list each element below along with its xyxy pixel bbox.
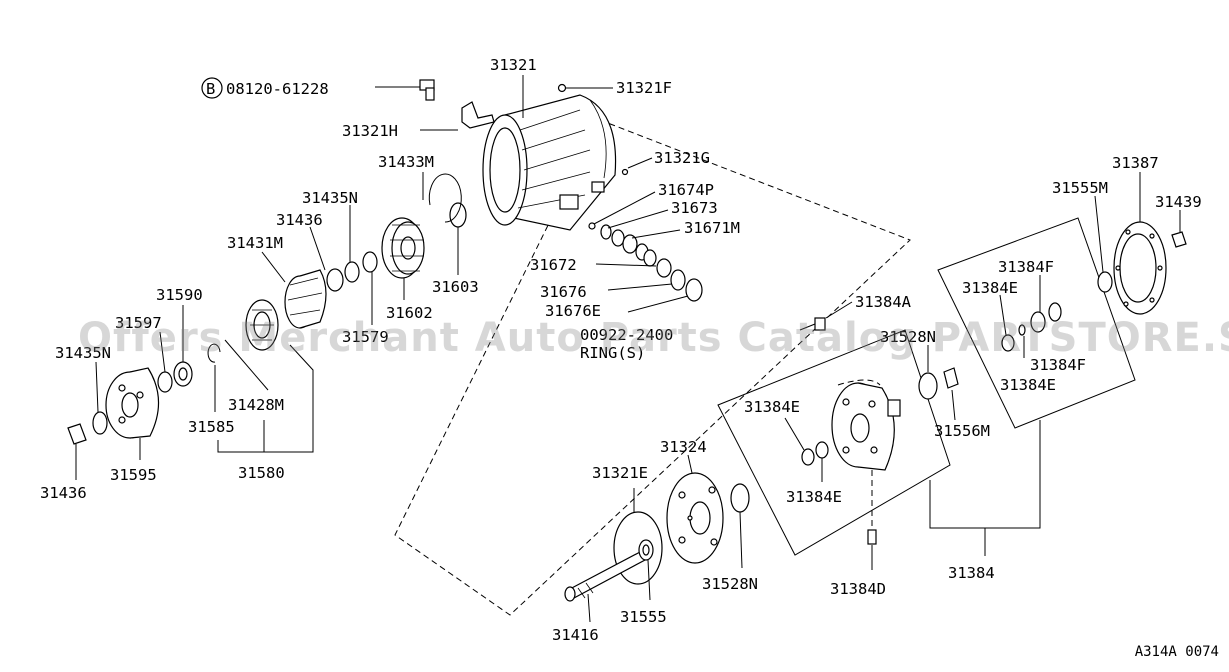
part-31595-carrier xyxy=(105,367,160,439)
label-31555: 31555 xyxy=(620,608,667,626)
label-31676: 31676 xyxy=(540,283,587,301)
label-31384E-low: 31384E xyxy=(786,488,842,506)
label-31439: 31439 xyxy=(1155,193,1202,211)
label-31321F: 31321F xyxy=(616,79,672,97)
label-31590: 31590 xyxy=(156,286,203,304)
part-31324-cover xyxy=(666,472,724,564)
part-31384E-b xyxy=(1048,302,1062,322)
part-31384D-pin xyxy=(867,529,877,545)
part-31384E-mid-b xyxy=(815,441,829,459)
label-31595: 31595 xyxy=(110,466,157,484)
label-31585: 31585 xyxy=(188,418,235,436)
label-ring-code: 00922-2400 xyxy=(580,326,673,344)
label-31435N-left: 31435N xyxy=(55,344,111,362)
bolt-08120-61228: B xyxy=(201,77,435,101)
label-31555M: 31555M xyxy=(1052,179,1108,197)
label-31324: 31324 xyxy=(660,438,707,456)
label-31384D: 31384D xyxy=(830,580,886,598)
part-31387-gasket xyxy=(1113,221,1167,315)
label-31384: 31384 xyxy=(948,564,995,582)
label-31431M: 31431M xyxy=(227,234,283,252)
label-31433M: 31433M xyxy=(378,153,434,171)
label-31384F-bottom: 31384F xyxy=(1030,356,1086,374)
svg-text:B: B xyxy=(206,80,215,98)
label-31384E-mid: 31384E xyxy=(744,398,800,416)
part-31590 xyxy=(173,361,193,387)
part-31672 xyxy=(656,258,672,278)
label-31556M: 31556M xyxy=(934,422,990,440)
part-31435N-left xyxy=(92,411,108,435)
part-31321F xyxy=(557,83,567,93)
pump-back-box-outline xyxy=(937,217,1136,429)
part-31384F-top xyxy=(1030,311,1046,333)
label-31671M: 31671M xyxy=(684,219,740,237)
part-31436-top xyxy=(326,268,344,292)
label-31384E-bottom: 31384E xyxy=(1000,376,1056,394)
label-31676E: 31676E xyxy=(545,302,601,320)
part-31433M xyxy=(428,173,462,223)
part-31428M-gear xyxy=(245,299,279,351)
part-31676 xyxy=(670,269,686,291)
label-31321E: 31321E xyxy=(592,464,648,482)
label-31436-bottom: 31436 xyxy=(40,484,87,502)
part-31435N-top xyxy=(344,261,360,283)
pump-box-outline xyxy=(717,329,951,556)
part-31602-gear xyxy=(381,217,425,279)
label-31602: 31602 xyxy=(386,304,433,322)
label-31435N-top: 31435N xyxy=(302,189,358,207)
label-31321H: 31321H xyxy=(342,122,398,140)
part-31676E xyxy=(685,278,703,302)
label-31674P: 31674P xyxy=(658,181,714,199)
label-31384E-top: 31384E xyxy=(962,279,1018,297)
label-31597: 31597 xyxy=(115,314,162,332)
part-31597 xyxy=(157,371,173,393)
part-31579 xyxy=(362,251,378,273)
part-31555 xyxy=(638,539,654,561)
diagram-code: A314A 0074 xyxy=(1134,644,1219,660)
label-31673: 31673 xyxy=(671,199,718,217)
label-ring-text: RING(S) xyxy=(580,344,645,362)
part-31555M xyxy=(1097,271,1113,293)
label-31321: 31321 xyxy=(490,56,537,74)
part-31384E-mid-a xyxy=(801,448,815,466)
label-31321G: 31321G xyxy=(654,149,710,167)
label-31384A: 31384A xyxy=(855,293,912,311)
part-31603 xyxy=(449,202,467,228)
label-31528N-top: 31528N xyxy=(880,328,936,346)
part-31384A-bolt xyxy=(799,317,826,331)
part-31384-pump-body xyxy=(831,379,901,471)
label-31579: 31579 xyxy=(342,328,389,346)
part-31585 xyxy=(207,343,221,363)
part-31384E-top xyxy=(1001,334,1015,352)
part-31528N-top xyxy=(918,372,938,400)
part-31321-housing xyxy=(482,94,617,231)
part-31436-bottom xyxy=(67,423,87,445)
part-31528N-bottom xyxy=(730,483,750,513)
part-31321G xyxy=(621,168,629,176)
part-31431M-bearing xyxy=(284,269,327,329)
label-08120-61228: 08120-61228 xyxy=(226,80,329,98)
label-31528N-bottom: 31528N xyxy=(702,575,758,593)
label-31436-top: 31436 xyxy=(276,211,323,229)
label-31416: 31416 xyxy=(552,626,599,644)
part-31321H-bracket xyxy=(461,101,495,129)
label-31580: 31580 xyxy=(238,464,285,482)
valve-parts-31671M xyxy=(588,222,657,267)
part-31439 xyxy=(1171,231,1187,248)
part-31556M xyxy=(943,367,959,389)
label-31603: 31603 xyxy=(432,278,479,296)
label-31672: 31672 xyxy=(530,256,577,274)
label-31387: 31387 xyxy=(1112,154,1159,172)
label-31384F-top: 31384F xyxy=(998,258,1054,276)
label-31428M: 31428M xyxy=(228,396,284,414)
housing-group-outline xyxy=(394,119,911,616)
part-31384F-small xyxy=(1018,324,1026,336)
